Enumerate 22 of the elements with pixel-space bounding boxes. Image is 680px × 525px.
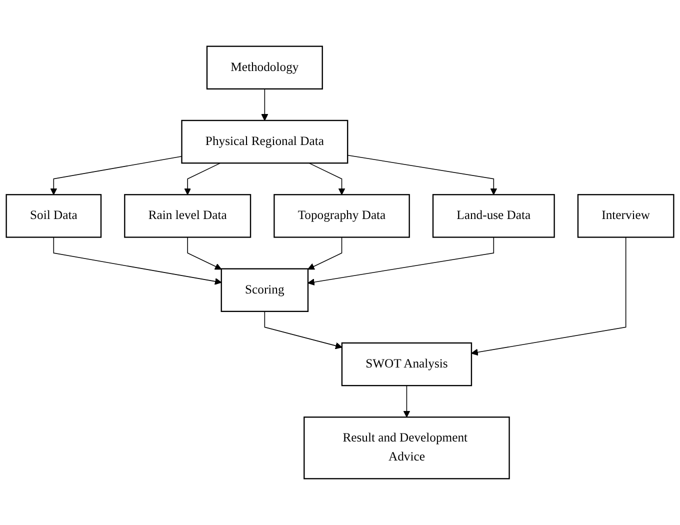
node-box: Result and Development Advice: [304, 416, 510, 480]
node-box: Scoring: [220, 268, 309, 312]
node-box: Physical Regional Data: [181, 120, 348, 164]
arrow: [264, 311, 342, 350]
node-box: Topography Data: [274, 194, 410, 238]
arrow: [53, 236, 222, 285]
arrow: [308, 162, 346, 195]
node-box: Methodology: [206, 46, 323, 90]
arrow: [308, 236, 494, 286]
arrow: [347, 154, 498, 195]
arrow: [261, 88, 268, 121]
arrow: [187, 236, 222, 270]
node-box: Rain level Data: [124, 194, 252, 238]
arrow: [184, 162, 221, 195]
arrow: [403, 385, 410, 418]
arrow: [471, 236, 626, 356]
node-box: Land-use Data: [432, 194, 555, 238]
node-box: SWOT Analysis: [341, 342, 472, 386]
node-box: Soil Data: [6, 194, 102, 238]
arrow: [50, 156, 182, 195]
node-box: Interview: [577, 194, 674, 238]
arrow: [308, 236, 342, 270]
